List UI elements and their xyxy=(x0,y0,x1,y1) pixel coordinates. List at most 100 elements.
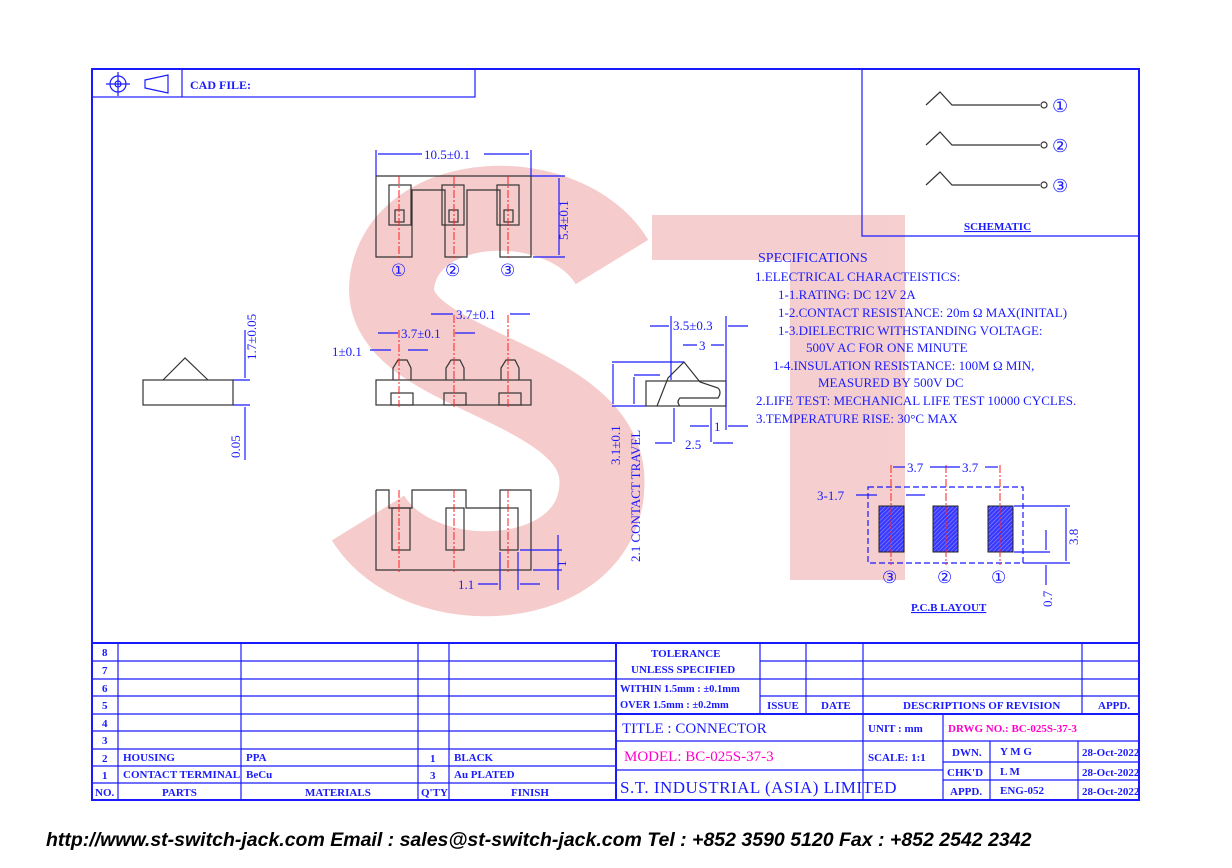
bom-row-no: 3 xyxy=(102,735,108,747)
schematic-box: ① ② ③ SCHEMATIC xyxy=(861,69,1139,237)
title-block-grid xyxy=(616,643,1139,800)
revision-desc: DESCRIPTIONS OF REVISION xyxy=(903,700,1060,712)
front-contact-width-dim: 1±0.1 xyxy=(332,344,362,359)
revision-issue: ISSUE xyxy=(767,700,799,712)
spec-line: 1-2.CONTACT RESISTANCE: 20m Ω MAX(INITAL… xyxy=(778,305,1067,320)
appd-date: 28-Oct-2022 xyxy=(1082,786,1140,798)
table-header: NO. PARTS MATERIALS Q'TY FINISH xyxy=(95,787,549,799)
schematic-pin-1: ① xyxy=(1052,96,1068,116)
bom-row-parts: HOUSING xyxy=(123,752,175,764)
bom-row-qty: 1 xyxy=(430,753,436,765)
pcb-pitch-1: 3.7 xyxy=(907,460,924,475)
appd-name: ENG-052 xyxy=(1000,785,1045,797)
pcb-layout-label: P.C.B LAYOUT xyxy=(911,602,987,614)
revision-header: ISSUE DATE DESCRIPTIONS OF REVISION APPD… xyxy=(767,700,1130,712)
bom-row-qty: 3 xyxy=(430,770,436,782)
pcb-pin-1: ① xyxy=(991,568,1006,587)
spec-line: 500V AC FOR ONE MINUTE xyxy=(806,340,968,355)
bom-row-no: 1 xyxy=(102,770,108,782)
appd-label: APPD. xyxy=(950,786,982,798)
side-length-dim: 3.5±0.3 xyxy=(673,318,713,333)
bom-row-finish: Au PLATED xyxy=(454,769,515,781)
unit: UNIT : mm xyxy=(868,723,923,735)
top-pin-1: ① xyxy=(391,261,406,280)
title-block: TITLE : CONNECTOR UNIT : mm DRWG NO.: BC… xyxy=(620,721,1140,798)
pcb-pin-3: ③ xyxy=(882,568,897,587)
drawing-title: TITLE : CONNECTOR xyxy=(622,721,767,737)
bom-row-no: 8 xyxy=(102,647,108,659)
scale: SCALE: 1:1 xyxy=(868,752,926,764)
drawing-number: DRWG NO.: BC-025S-37-3 xyxy=(948,723,1077,735)
dwn-date: 28-Oct-2022 xyxy=(1082,747,1140,759)
side-view: 3.5±0.3 3 3.1±0.1 2.1 CONTACT TRAVEL 1 2… xyxy=(608,316,748,562)
revision-date: DATE xyxy=(821,700,851,712)
model-number: MODEL: BC-025S-37-3 xyxy=(624,749,774,765)
schematic-pin-3: ③ xyxy=(1052,176,1068,196)
bom-row-materials: PPA xyxy=(246,752,267,764)
bottom-offset-dim: 1 xyxy=(554,561,569,568)
bottom-view: 1.1 1 xyxy=(375,489,569,592)
bom-row-no: 7 xyxy=(102,665,108,677)
specifications: SPECIFICATIONS 1.ELECTRICAL CHARACTEISTI… xyxy=(755,251,1076,426)
top-width-dim: 10.5±0.1 xyxy=(424,147,470,162)
table-row: 1 CONTACT TERMINAL BeCu 3 Au PLATED xyxy=(102,769,515,782)
front-pitch-dim-2: 3.7±0.1 xyxy=(456,307,496,322)
spec-title: SPECIFICATIONS xyxy=(758,251,868,266)
company-name: S.T. INDUSTRIAL (ASIA) LIMITED xyxy=(620,778,897,797)
header-no: NO. xyxy=(95,787,115,799)
spec-line: 3.TEMPERATURE RISE: 30°C MAX xyxy=(756,411,958,426)
tolerance-within: WITHIN 1.5mm : ±0.1mm xyxy=(620,684,740,695)
tolerance-line1: TOLERANCE xyxy=(651,648,720,660)
bottom-pad-width-dim: 1.1 xyxy=(458,577,474,592)
projection-symbol-icon xyxy=(106,72,169,96)
spec-line: MEASURED BY 500V DC xyxy=(818,375,964,390)
bom-row-parts: CONTACT TERMINAL xyxy=(123,769,240,781)
dwn-name: Y M G xyxy=(1000,746,1032,758)
tolerance-block: TOLERANCE UNLESS SPECIFIED WITHIN 1.5mm … xyxy=(620,648,740,711)
schematic-label: SCHEMATIC xyxy=(964,221,1031,233)
bom-row-no: 4 xyxy=(102,718,108,730)
spec-line: 2.LIFE TEST: MECHANICAL LIFE TEST 10000 … xyxy=(756,393,1076,408)
top-view: 10.5±0.1 5.4±0.1 ① ② ③ xyxy=(375,146,571,280)
left-gap-dim: 0.05 xyxy=(228,435,243,458)
chkd-date: 28-Oct-2022 xyxy=(1082,767,1140,779)
pcb-pad-height: 3.8 xyxy=(1066,529,1081,545)
top-pin-3: ③ xyxy=(500,261,515,280)
bom-row-no: 5 xyxy=(102,700,108,712)
pcb-pitch-2: 3.7 xyxy=(962,460,979,475)
side-contact-dim: 3 xyxy=(699,338,706,353)
pcb-pad-dim: 3-1.7 xyxy=(817,488,845,503)
front-pitch-dim-1: 3.7±0.1 xyxy=(401,326,441,341)
contact-footer: http://www.st-switch-jack.com Email : sa… xyxy=(46,829,1032,851)
side-offset-dim: 1 xyxy=(714,419,721,434)
tolerance-line2: UNLESS SPECIFIED xyxy=(631,664,735,676)
left-height-dim: 1.7±0.05 xyxy=(244,314,259,360)
table-row: 2 HOUSING PPA 1 BLACK xyxy=(102,752,494,765)
dwn-label: DWN. xyxy=(952,747,982,759)
side-travel-dim: 2.1 CONTACT TRAVEL xyxy=(628,430,643,562)
header-finish: FINISH xyxy=(511,787,549,799)
chkd-name: L M xyxy=(1000,766,1020,778)
bom-row-materials: BeCu xyxy=(246,769,272,781)
chkd-label: CHK'D xyxy=(947,767,983,779)
tolerance-over: OVER 1.5mm : ±0.2mm xyxy=(620,700,729,711)
front-view: 3.7±0.1 3.7±0.1 1±0.1 xyxy=(332,307,532,407)
schematic-pin-2: ② xyxy=(1052,136,1068,156)
bom-row-no: 2 xyxy=(102,753,108,765)
spec-line: 1-4.INSULATION RESISTANCE: 100M Ω MIN, xyxy=(773,358,1034,373)
side-height-dim: 3.1±0.1 xyxy=(608,425,623,465)
header-qty: Q'TY xyxy=(421,787,448,799)
pcb-pin-2: ② xyxy=(937,568,952,587)
spec-line: 1.ELECTRICAL CHARACTEISTICS: xyxy=(755,269,960,284)
spec-line: 1-3.DIELECTRIC WITHSTANDING VOLTAGE: xyxy=(778,323,1043,338)
revision-appd: APPD. xyxy=(1098,700,1130,712)
header-materials: MATERIALS xyxy=(305,787,371,799)
bom-row-no: 6 xyxy=(102,683,108,695)
top-pin-2: ② xyxy=(445,261,460,280)
side-base-dim: 2.5 xyxy=(685,437,701,452)
top-height-dim: 5.4±0.1 xyxy=(556,200,571,240)
bom-rows: 8 7 6 5 4 3 2 HOUSING PPA 1 BLACK 1 CONT… xyxy=(95,647,549,799)
pcb-layout: 3.7 3.7 3-1.7 3.8 0.7 ③ ② ① P.C.B LAYOUT xyxy=(817,460,1081,614)
bom-row-finish: BLACK xyxy=(454,752,494,764)
